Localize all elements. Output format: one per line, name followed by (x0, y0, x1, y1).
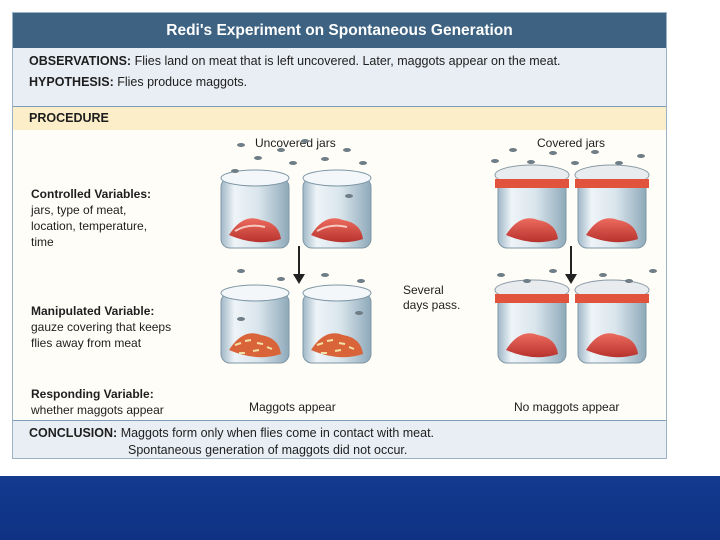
time-note: Several (403, 283, 444, 297)
flies (231, 139, 657, 321)
footer-bar (0, 476, 720, 540)
controlled-variables-line: time (31, 235, 54, 249)
jar-covered-top-left (494, 164, 570, 249)
hypothesis-label: HYPOTHESIS: (29, 75, 114, 89)
jar-covered-bottom-right (574, 279, 650, 364)
jar-uncovered-top-right (302, 169, 372, 249)
result-covered: No maggots appear (514, 400, 620, 414)
arrow-down-covered (565, 246, 577, 284)
manipulated-variable-line: flies away from meat (31, 336, 142, 350)
conclusion-line-2: Spontaneous generation of maggots did no… (128, 443, 408, 457)
observations-label: OBSERVATIONS: (29, 54, 132, 68)
procedure-label: PROCEDURE (29, 111, 109, 125)
responding-variable-label: Responding Variable: (31, 387, 154, 401)
controlled-variables-line: jars, type of meat, (31, 203, 127, 217)
hypothesis-line: HYPOTHESIS: Flies produce maggots. (29, 75, 247, 89)
jar-covered-top-right (574, 164, 650, 249)
manipulated-variable-label: Manipulated Variable: (31, 304, 155, 318)
uncovered-jars-label: Uncovered jars (255, 136, 336, 150)
observations-line: OBSERVATIONS: Flies land on meat that is… (29, 54, 561, 68)
hypothesis-text: Flies produce maggots. (117, 75, 248, 89)
controlled-variables-label: Controlled Variables: (31, 187, 152, 201)
observations-text: Flies land on meat that is left uncovere… (134, 54, 561, 68)
observations-band: OBSERVATIONS: Flies land on meat that is… (13, 48, 666, 107)
experiment-figure: Redi's Experiment on Spontaneous Generat… (12, 12, 667, 459)
conclusion-text: Maggots form only when flies come in con… (120, 426, 435, 440)
responding-variable-line: whether maggots appear (31, 403, 164, 417)
jar-covered-bottom-left (494, 279, 570, 364)
time-note: days pass. (403, 298, 461, 312)
conclusion-line: CONCLUSION: Maggots form only when flies… (29, 426, 434, 440)
conclusion-label: CONCLUSION: (29, 426, 118, 440)
manipulated-variable-line: gauze covering that keeps (31, 320, 172, 334)
jar-uncovered-bottom-left (220, 284, 290, 364)
jar-uncovered-top-left (220, 169, 290, 249)
conclusion-band: CONCLUSION: Maggots form only when flies… (13, 420, 666, 458)
jar-uncovered-bottom-right (302, 284, 372, 364)
arrow-down-uncovered (293, 246, 305, 284)
procedure-header: PROCEDURE (13, 107, 666, 131)
result-uncovered: Maggots appear (249, 400, 336, 414)
jar-illustration (220, 139, 657, 364)
controlled-variables-line: location, temperature, (31, 219, 148, 233)
figure-title: Redi's Experiment on Spontaneous Generat… (13, 13, 666, 48)
covered-jars-label: Covered jars (537, 136, 606, 150)
